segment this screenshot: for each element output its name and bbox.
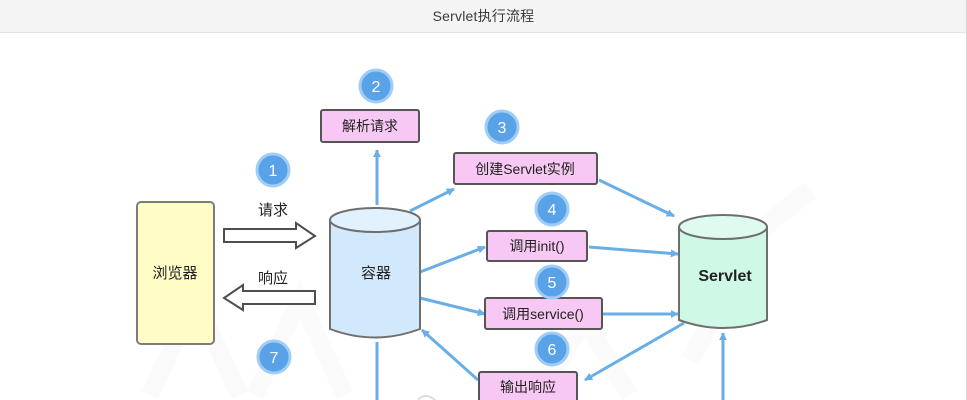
servlet-node: Servlet xyxy=(678,214,768,329)
container-node: 容器 xyxy=(329,207,421,339)
step-2-badge xyxy=(358,68,394,104)
arrow-container-to-create xyxy=(409,187,455,213)
process-boxes: 解析请求 创建Servlet实例 调用init() 调用service() 输出… xyxy=(320,109,603,400)
parse-request-box xyxy=(320,109,420,143)
title-bar: Servlet执行流程 xyxy=(0,0,966,33)
step-7-label: 7 xyxy=(270,350,279,367)
page-title: Servlet执行流程 xyxy=(432,8,535,24)
response-label: 响应 xyxy=(258,269,288,287)
edge-labels: 请求 响应 xyxy=(258,202,288,287)
step-6-label: 6 xyxy=(548,342,557,359)
call-init-label: 调用init() xyxy=(509,238,564,254)
call-service-box xyxy=(484,297,603,330)
step-6-badge xyxy=(534,331,570,367)
arrow-container-to-init xyxy=(419,245,486,274)
servlet-label: Servlet xyxy=(698,268,752,285)
parse-request-label: 解析请求 xyxy=(342,118,398,134)
container-top xyxy=(329,207,421,233)
request-label: 请求 xyxy=(258,202,288,219)
output-response-box xyxy=(478,371,578,400)
step-3-badge xyxy=(484,109,520,145)
step-4-label: 4 xyxy=(548,202,557,219)
step-badges: 1 2 3 4 5 6 7 xyxy=(255,68,570,375)
container-label: 容器 xyxy=(361,265,391,282)
arrow-init-to-servlet xyxy=(588,245,679,258)
arrow-output-to-container xyxy=(421,328,479,382)
step-3-label: 3 xyxy=(498,120,507,137)
create-instance-box xyxy=(453,152,598,185)
call-service-label: 调用service() xyxy=(502,306,584,322)
step-1-badge xyxy=(255,152,291,188)
output-response-label: 输出响应 xyxy=(500,379,556,395)
arrow-servlet-to-output xyxy=(584,321,685,382)
step-7-badge xyxy=(256,339,292,375)
step-5-label: 5 xyxy=(548,275,557,292)
step-2-label: 2 xyxy=(372,79,381,96)
servlet-top xyxy=(678,214,768,240)
request-arrow xyxy=(223,221,317,250)
browser-node: 浏览器 xyxy=(136,201,215,345)
servlet-body xyxy=(678,226,768,329)
browser-label: 浏览器 xyxy=(152,265,197,282)
arrow-create-to-servlet xyxy=(598,178,675,218)
browser-box xyxy=(136,201,215,345)
flow-arrows xyxy=(373,149,727,400)
create-instance-label: 创建Servlet实例 xyxy=(475,161,575,177)
step-1-label: 1 xyxy=(269,163,278,180)
step-5-badge xyxy=(534,264,570,300)
step-4-badge xyxy=(534,191,570,227)
request-response-arrows xyxy=(222,221,317,312)
arrow-container-to-service xyxy=(419,296,486,317)
response-arrow xyxy=(222,283,316,312)
call-init-box xyxy=(486,230,588,262)
container-body xyxy=(329,219,421,339)
cutoff-shape xyxy=(417,395,436,400)
